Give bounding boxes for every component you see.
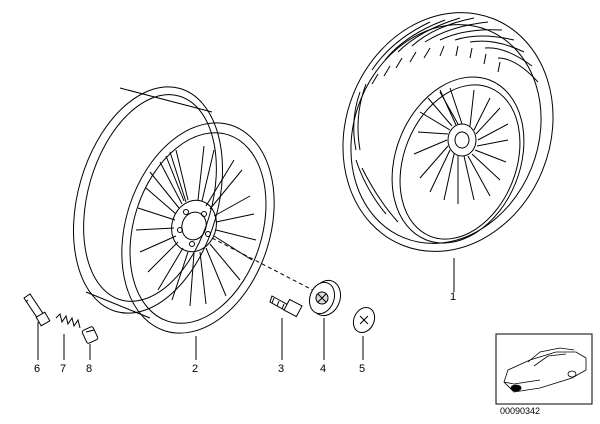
part-numbers: 1 2 3 4 5 6 7 8 (34, 291, 456, 375)
hub-cap[interactable] (305, 276, 345, 319)
wheel-bolt[interactable] (270, 296, 302, 317)
complete-wheel-with-tire[interactable] (308, 0, 589, 283)
part-number-4: 4 (320, 363, 326, 375)
part-number-8: 8 (86, 363, 92, 375)
vehicle-thumbnail[interactable]: 00090342 (496, 334, 592, 416)
part-number-2: 2 (192, 363, 198, 375)
light-alloy-rim[interactable] (49, 69, 300, 353)
part-number-7: 7 (60, 363, 66, 375)
part-number-3: 3 (278, 363, 284, 375)
leader-lines (38, 238, 454, 360)
part-number-6: 6 (34, 363, 40, 375)
valve[interactable] (24, 294, 50, 326)
part-number-1: 1 (450, 291, 456, 303)
emblem[interactable] (349, 304, 378, 336)
car-icon (504, 348, 586, 392)
part-number-5: 5 (359, 363, 365, 375)
valve-spring[interactable] (56, 314, 80, 328)
thumbnail-code: 00090342 (500, 406, 540, 416)
valve-cap[interactable] (82, 326, 99, 344)
